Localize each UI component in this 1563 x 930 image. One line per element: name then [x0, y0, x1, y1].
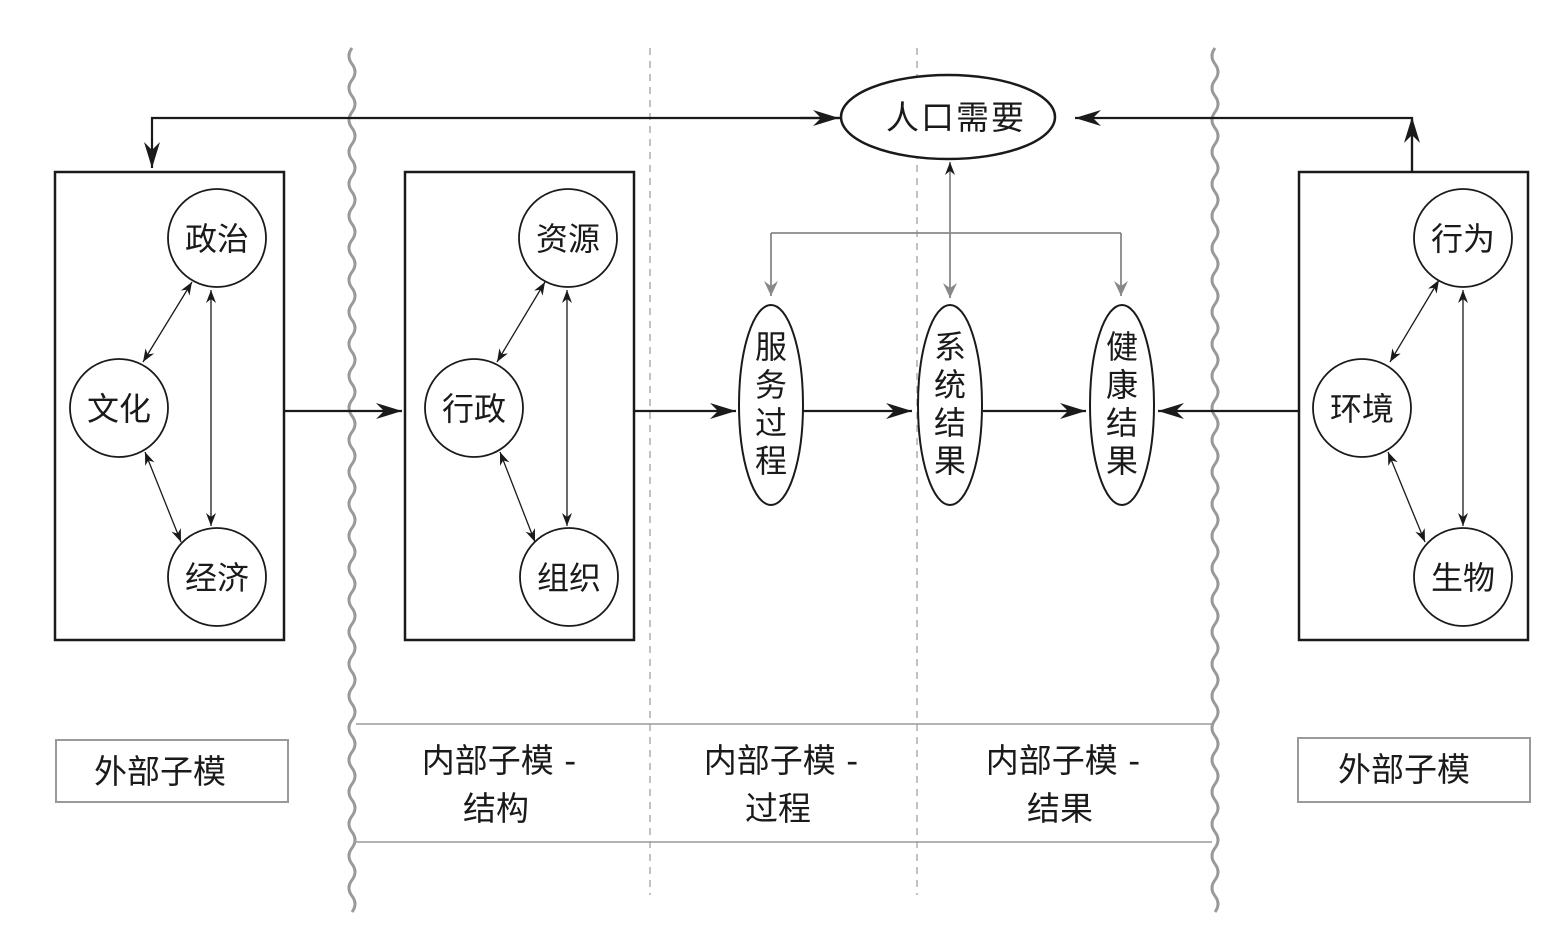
node-environment: 环境: [1330, 390, 1394, 428]
svg-text:服: 服: [755, 328, 787, 366]
external-right-label: 外部子模: [1338, 750, 1470, 789]
svg-text:系: 系: [934, 328, 966, 366]
process-label-line2: 过程: [745, 789, 811, 828]
external-left-label: 外部子模: [94, 752, 226, 791]
svg-text:康: 康: [1106, 366, 1138, 404]
needs-to-external-left-arrow: [144, 116, 841, 168]
svg-text:程: 程: [755, 442, 787, 480]
svg-text:果: 果: [1106, 442, 1138, 480]
external-left-box: 政治 文化 经济: [53, 170, 286, 642]
svg-text:过: 过: [755, 404, 787, 442]
svg-text:健: 健: [1106, 328, 1138, 366]
structure-box: 资源 行政 组织: [403, 170, 636, 642]
svg-text:果: 果: [934, 442, 966, 480]
svg-text:结: 结: [1106, 404, 1138, 442]
health-outcome-node: 健 康 结 果: [1089, 304, 1155, 506]
node-resources: 资源: [536, 220, 600, 258]
structure-label-line1: 内部子模 -: [422, 741, 576, 780]
external-left-label-box: 外部子模: [55, 739, 289, 803]
population-needs-node: 人口需要: [839, 73, 1057, 161]
external-right-box: 行为 环境 生物: [1297, 170, 1530, 642]
node-administration: 行政: [442, 390, 506, 428]
outcome-label-line2: 结果: [1027, 789, 1093, 828]
outcome-label-line1: 内部子模 -: [986, 741, 1140, 780]
wavy-border-left: [347, 47, 357, 913]
node-biology: 生物: [1431, 559, 1495, 597]
process-label-line1: 内部子模 -: [704, 741, 858, 780]
system-outcome-node: 系 统 结 果: [917, 304, 983, 506]
population-needs-label: 人口需要: [886, 98, 1026, 137]
service-process-node: 服 务 过 程: [738, 304, 804, 506]
external-right-to-needs-arrow: [1075, 110, 1414, 172]
structure-label-line2: 结构: [463, 789, 529, 828]
wavy-border-right: [1210, 47, 1220, 913]
external-right-label-box: 外部子模: [1297, 737, 1531, 803]
node-organization: 组织: [537, 559, 601, 597]
node-economy: 经济: [185, 559, 249, 597]
svg-text:统: 统: [934, 366, 966, 404]
node-culture: 文化: [87, 390, 151, 428]
svg-text:务: 务: [755, 366, 787, 404]
svg-text:结: 结: [934, 404, 966, 442]
node-politics: 政治: [185, 220, 249, 258]
node-behavior: 行为: [1431, 220, 1495, 258]
